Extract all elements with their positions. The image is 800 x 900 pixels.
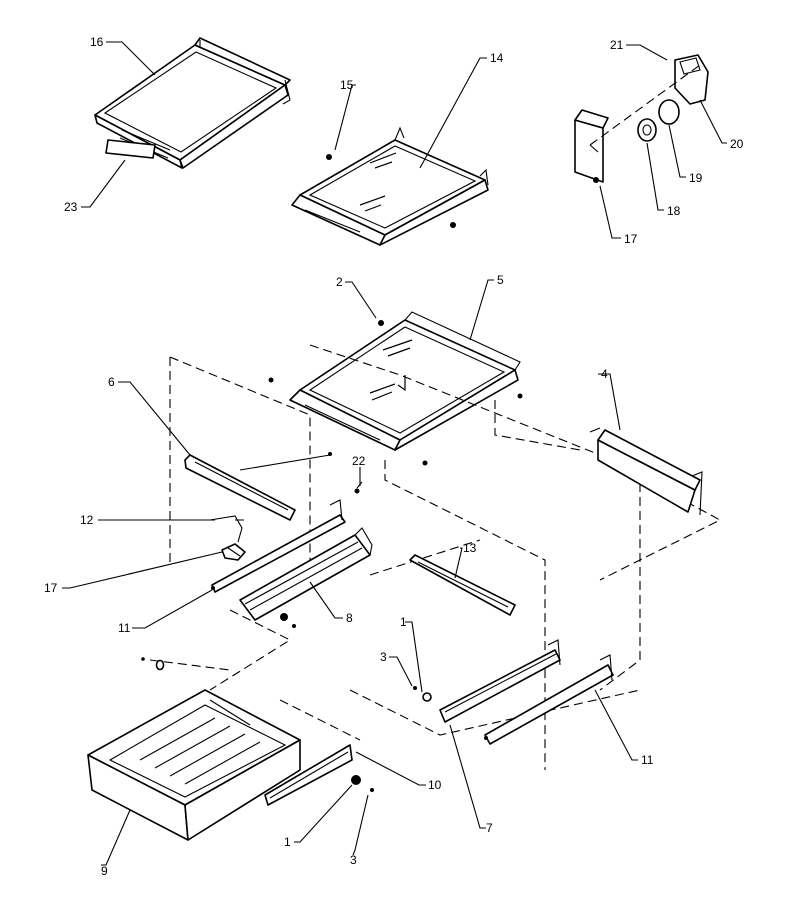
label-12: 12 bbox=[80, 513, 94, 527]
part-labels: 16 15 14 21 20 19 18 17 23 2 5 6 4 22 12… bbox=[44, 35, 744, 878]
rail-13 bbox=[409, 554, 516, 616]
label-9: 9 bbox=[101, 864, 108, 878]
label-18: 18 bbox=[667, 204, 681, 218]
drawer-9 bbox=[87, 689, 301, 841]
label-13: 13 bbox=[463, 541, 477, 555]
shelf-16 bbox=[94, 37, 291, 169]
insert-23 bbox=[105, 139, 156, 159]
label-1: 1 bbox=[284, 835, 291, 849]
screw-22 bbox=[354, 481, 363, 494]
label-10: 10 bbox=[428, 778, 442, 792]
rail-6 bbox=[184, 452, 332, 521]
label-2: 2 bbox=[336, 275, 343, 289]
label-22: 22 bbox=[352, 454, 366, 468]
label-11-right: 11 bbox=[641, 753, 654, 767]
label-15: 15 bbox=[340, 78, 354, 92]
label-8: 8 bbox=[346, 611, 353, 625]
clip-12 bbox=[209, 515, 244, 543]
assembly-lines bbox=[149, 344, 722, 770]
drawer-frame-8 bbox=[239, 527, 373, 628]
label-1-top: 1 bbox=[400, 615, 407, 629]
label-5: 5 bbox=[497, 273, 504, 287]
label-19: 19 bbox=[689, 171, 703, 185]
label-7: 7 bbox=[486, 821, 493, 835]
rail-7 bbox=[413, 639, 561, 723]
shelf-5 bbox=[268, 311, 523, 466]
rail-11-right bbox=[484, 654, 614, 745]
drawer-hardware bbox=[141, 657, 374, 792]
bracket-assembly bbox=[574, 54, 709, 183]
cover-10 bbox=[264, 744, 353, 806]
label-3-top: 3 bbox=[380, 650, 387, 664]
shelf-14 bbox=[291, 126, 489, 246]
leader-lines bbox=[62, 41, 727, 866]
label-14: 14 bbox=[490, 51, 504, 65]
label-16: 16 bbox=[90, 35, 104, 49]
label-20: 20 bbox=[730, 137, 744, 151]
label-17-top: 17 bbox=[624, 232, 638, 246]
label-3: 3 bbox=[350, 853, 357, 867]
label-6: 6 bbox=[108, 375, 115, 389]
label-21: 21 bbox=[610, 38, 624, 52]
spring-17 bbox=[221, 543, 246, 561]
label-23: 23 bbox=[64, 200, 78, 214]
label-4: 4 bbox=[601, 367, 608, 381]
label-11-left: 11 bbox=[118, 621, 131, 635]
label-17: 17 bbox=[44, 581, 58, 595]
rail-11-left bbox=[211, 499, 346, 593]
cover-4 bbox=[589, 427, 703, 516]
